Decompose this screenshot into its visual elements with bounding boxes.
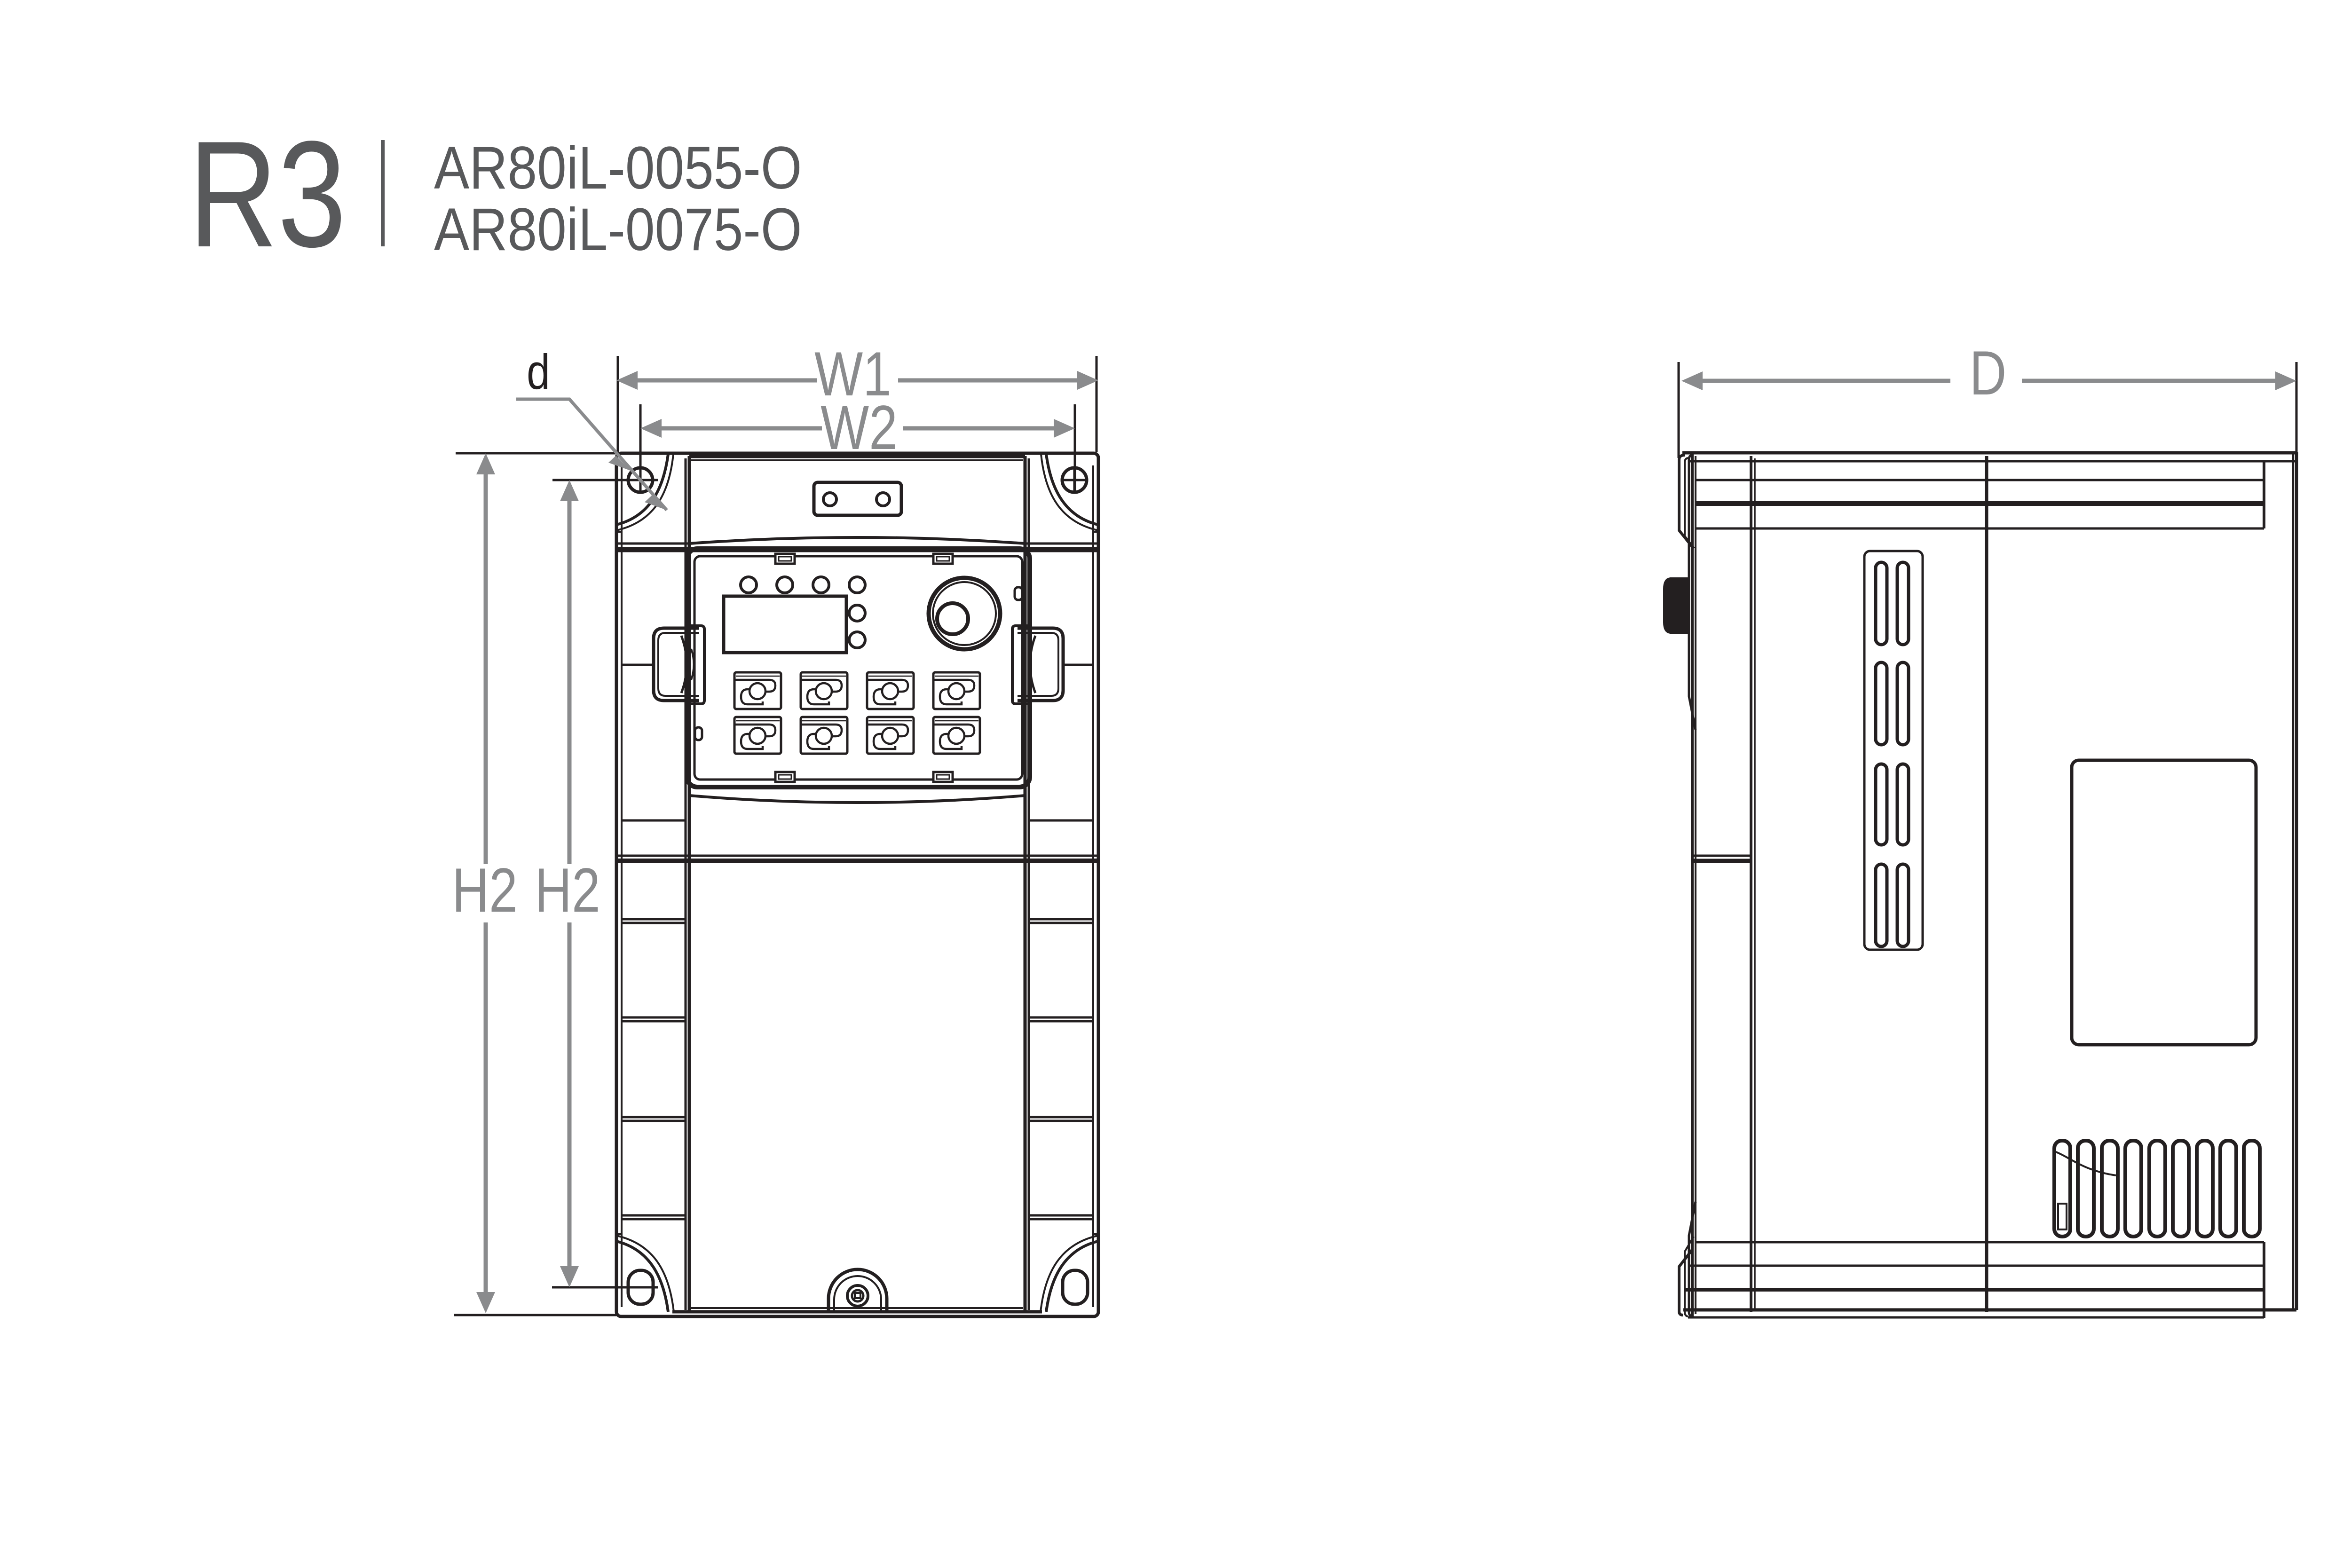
- svg-text:W1: W1: [814, 339, 891, 409]
- svg-text:R3: R3: [189, 110, 346, 279]
- svg-text:d: d: [527, 344, 550, 399]
- svg-text:W2: W2: [820, 393, 898, 463]
- svg-text:AR80iL-0075-O: AR80iL-0075-O: [434, 196, 802, 263]
- svg-text:D: D: [1970, 338, 2007, 408]
- svg-text:H2: H2: [535, 855, 600, 925]
- svg-text:H2: H2: [452, 855, 517, 925]
- svg-text:AR80iL-0055-O: AR80iL-0055-O: [434, 134, 802, 201]
